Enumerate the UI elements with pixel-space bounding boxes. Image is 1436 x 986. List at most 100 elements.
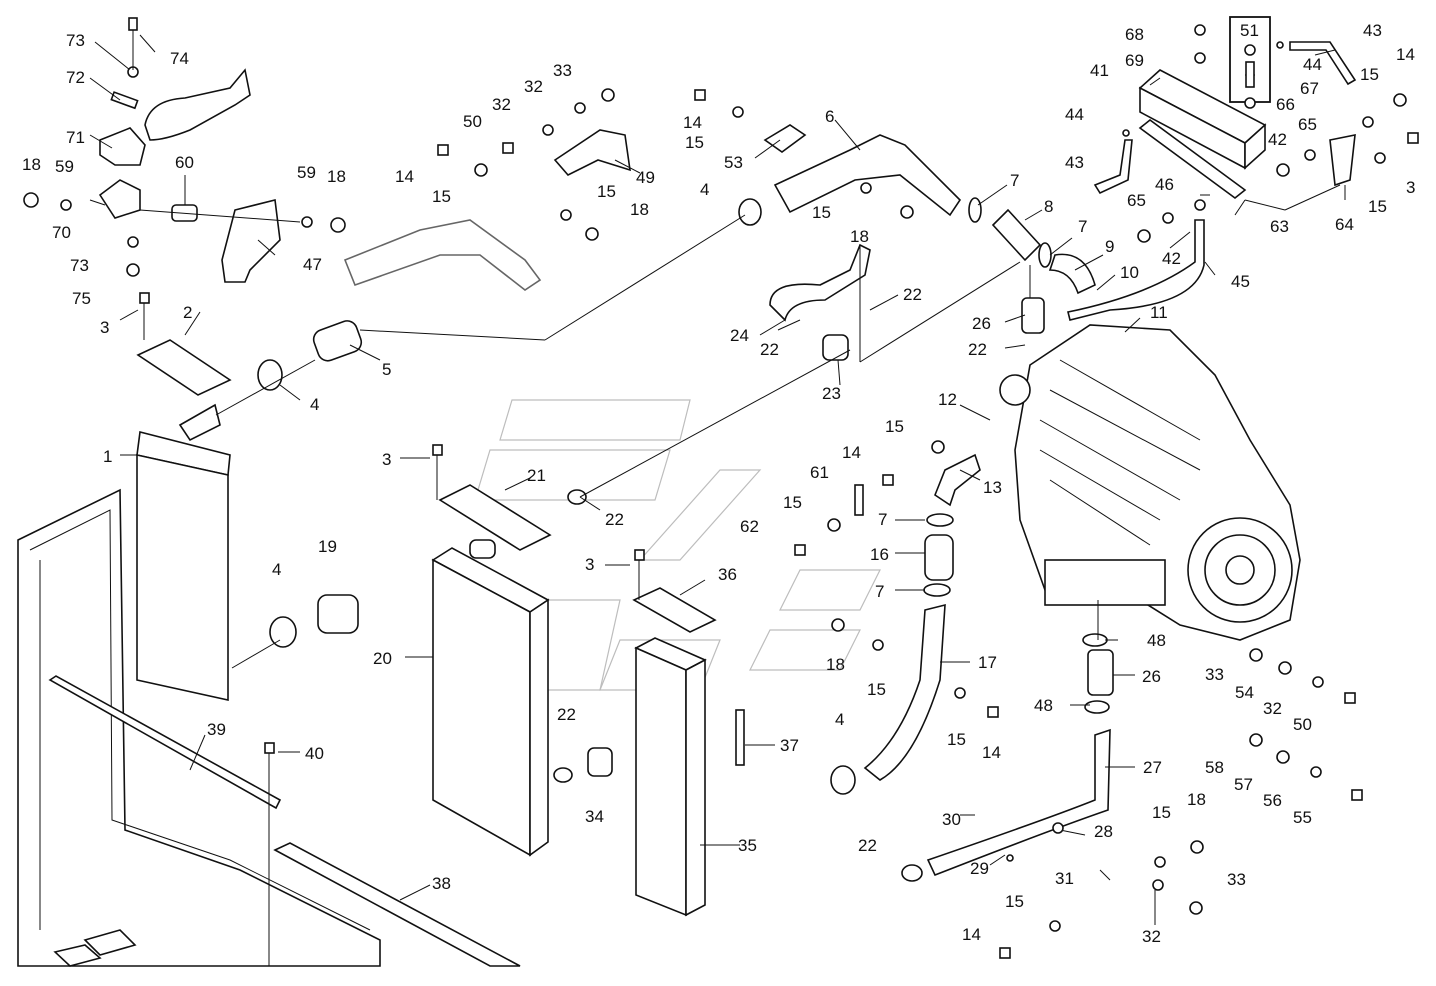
callout-1: 1 [103, 447, 112, 466]
callout-14: 14 [842, 443, 861, 462]
sleeve-26-lower [1087, 649, 1114, 696]
callout-14: 14 [982, 743, 1001, 762]
callout-73: 73 [70, 256, 89, 275]
callout-31: 31 [1055, 869, 1074, 888]
callout-66: 66 [1276, 95, 1295, 114]
clamp-4-c [738, 198, 762, 226]
frame-panel [17, 488, 381, 967]
callout-59: 59 [297, 163, 316, 182]
callout-70: 70 [52, 223, 71, 242]
callout-22: 22 [605, 510, 624, 529]
clamp-22-a [567, 489, 587, 505]
callout-18: 18 [826, 655, 845, 674]
clamp-7-a [968, 197, 982, 223]
callout-32: 32 [492, 95, 511, 114]
crossbar-39 [48, 675, 282, 810]
callout-15: 15 [812, 203, 831, 222]
callout-40: 40 [305, 744, 324, 763]
hose-9 [1048, 253, 1096, 295]
clamp-4-b [269, 616, 297, 648]
callout-15: 15 [1005, 892, 1024, 911]
callout-42: 42 [1268, 130, 1287, 149]
callout-22: 22 [858, 836, 877, 855]
bracket-49 [553, 129, 631, 176]
callout-39: 39 [207, 720, 226, 739]
plate-72 [110, 91, 139, 110]
callout-4: 4 [835, 710, 844, 729]
callout-38: 38 [432, 874, 451, 893]
callout-75: 75 [72, 289, 91, 308]
callout-15: 15 [597, 182, 616, 201]
engine-block [999, 324, 1301, 641]
callout-45: 45 [1231, 272, 1250, 291]
bracket-64 [1329, 134, 1356, 187]
callout-15: 15 [867, 680, 886, 699]
callout-41: 41 [1090, 61, 1109, 80]
callout-15: 15 [685, 133, 704, 152]
callout-22: 22 [760, 340, 779, 359]
bracket-21 [438, 484, 552, 551]
bracket-53 [763, 124, 807, 153]
callout-4: 4 [310, 395, 319, 414]
mount-70 [98, 179, 141, 219]
callout-22: 22 [968, 340, 987, 359]
callout-44: 44 [1065, 105, 1084, 124]
callout-55: 55 [1293, 808, 1312, 827]
clamp-4-d [830, 765, 856, 795]
callout-15: 15 [885, 417, 904, 436]
callout-32: 32 [524, 77, 543, 96]
callout-23: 23 [822, 384, 841, 403]
callout-7: 7 [875, 582, 884, 601]
callout-16: 16 [870, 545, 889, 564]
seal-strip-38 [273, 842, 521, 967]
callout-15: 15 [1360, 65, 1379, 84]
callout-43: 43 [1363, 21, 1382, 40]
callout-64: 64 [1335, 215, 1354, 234]
callout-7: 7 [1078, 217, 1087, 236]
clamp-7-d [923, 583, 951, 597]
callout-43: 43 [1065, 153, 1084, 172]
clamp-7-c [926, 513, 954, 527]
callout-62: 62 [740, 517, 759, 536]
callout-14: 14 [395, 167, 414, 186]
callout-15: 15 [947, 730, 966, 749]
callout-67: 67 [1300, 79, 1319, 98]
callout-33: 33 [553, 61, 572, 80]
callout-22: 22 [557, 705, 576, 724]
expansion-tank-41 [1138, 69, 1267, 170]
box-51 [1229, 16, 1271, 103]
callout-71: 71 [66, 128, 85, 147]
bracket-63 [1138, 118, 1247, 200]
callout-3: 3 [1406, 178, 1415, 197]
pipe-6 [773, 134, 962, 217]
callout-34: 34 [585, 807, 604, 826]
callout-61: 61 [810, 463, 829, 482]
callout-24: 24 [730, 326, 749, 345]
sleeve-16 [924, 534, 954, 581]
callout-21: 21 [527, 466, 546, 485]
callout-14: 14 [683, 113, 702, 132]
callout-74: 74 [170, 49, 189, 68]
callout-51: 51 [1240, 21, 1259, 40]
callout-18: 18 [22, 155, 41, 174]
callout-27: 27 [1143, 758, 1162, 777]
callout-50: 50 [1293, 715, 1312, 734]
cooler-35 [634, 637, 707, 917]
callout-9: 9 [1105, 237, 1114, 256]
callout-44: 44 [1303, 55, 1322, 74]
callout-58: 58 [1205, 758, 1224, 777]
clip-71 [99, 127, 146, 166]
callout-30: 30 [942, 810, 961, 829]
callout-65: 65 [1298, 115, 1317, 134]
pipe-27 [926, 728, 1111, 877]
bracket-2 [136, 339, 232, 396]
callout-57: 57 [1234, 775, 1253, 794]
callout-59: 59 [55, 157, 74, 176]
strip-37 [735, 709, 745, 766]
sleeve-23 [822, 334, 849, 361]
clamp-48-b [1084, 700, 1110, 714]
sleeve-34 [587, 747, 613, 777]
callout-54: 54 [1235, 683, 1254, 702]
callout-2: 2 [183, 303, 192, 322]
callout-56: 56 [1263, 791, 1282, 810]
